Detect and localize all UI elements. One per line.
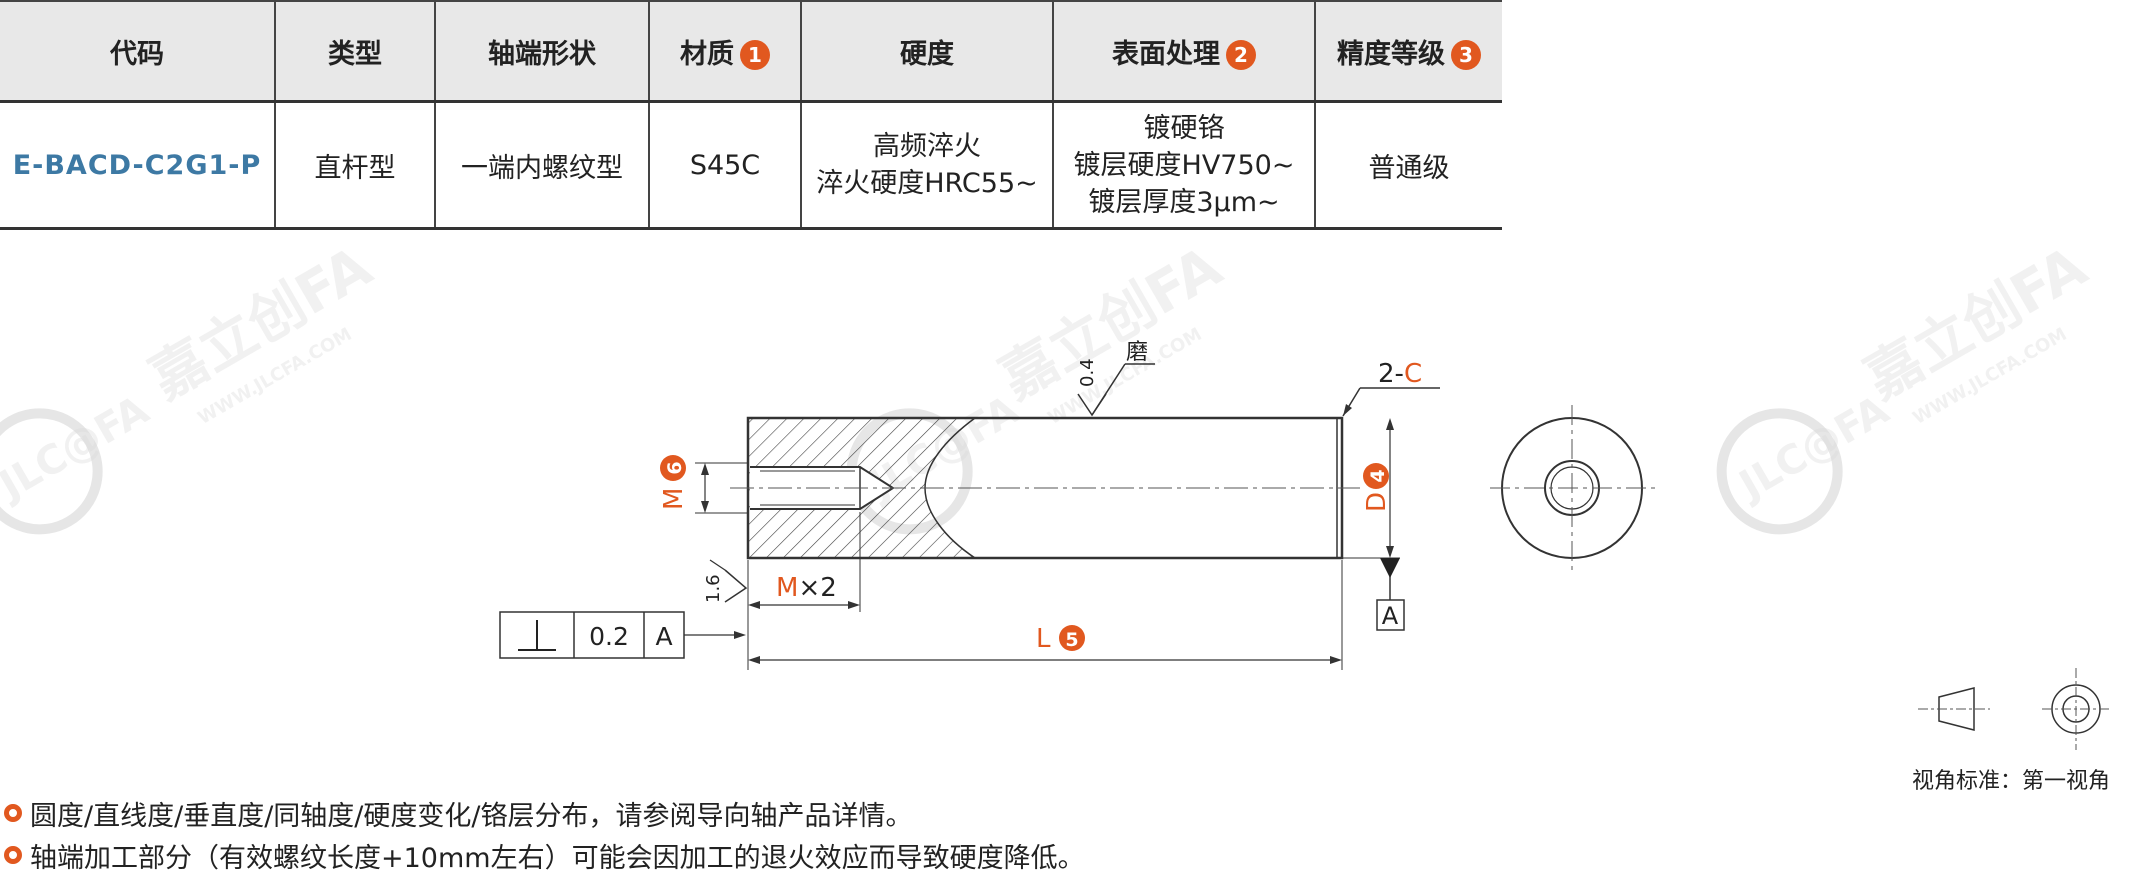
precision-badge: 3 bbox=[1451, 40, 1481, 70]
cell-surface: 镀硬铬 镀层硬度HV750~ 镀层厚度3μm~ bbox=[1053, 101, 1316, 230]
svg-text:D: D bbox=[1362, 492, 1392, 512]
dimension-mx2: M×2 bbox=[747, 512, 861, 670]
cell-material: S45C bbox=[649, 101, 802, 230]
hardness-text: 高频淬火 淬火硬度HRC55~ bbox=[816, 131, 1038, 199]
roughness-symbol-side: 1.6 bbox=[703, 559, 748, 603]
header-type: 类型 bbox=[275, 0, 436, 103]
cell-precision: 普通级 bbox=[1315, 101, 1502, 230]
svg-text:M×2: M×2 bbox=[776, 573, 837, 603]
chamfer-label: 2-C bbox=[1342, 359, 1440, 417]
shaft-side-view bbox=[730, 416, 1360, 560]
svg-text:5: 5 bbox=[1065, 629, 1078, 651]
surface-text: 镀硬铬 镀层硬度HV750~ 镀层厚度3μm~ bbox=[1073, 112, 1295, 218]
bullet-icon bbox=[4, 846, 22, 864]
svg-text:JLC@FA: JLC@FA bbox=[0, 387, 157, 510]
note-text: 圆度/直线度/垂直度/同轴度/硬度变化/铬层分布，请参阅导向轴产品详情。 bbox=[30, 800, 913, 832]
svg-text:4: 4 bbox=[1367, 469, 1389, 482]
cell-hardness: 高频淬火 淬火硬度HRC55~ bbox=[801, 101, 1054, 230]
header-code: 代码 bbox=[0, 0, 276, 103]
tolerance-frame: 0.2 A bbox=[499, 611, 746, 659]
shaft-end-view bbox=[1490, 405, 1655, 570]
cell-type: 直杆型 bbox=[275, 101, 436, 230]
roughness-symbol-top: 0.4 磨 bbox=[1077, 340, 1155, 417]
svg-text:1.6: 1.6 bbox=[703, 574, 724, 603]
note-item: 轴端加工部分（有效螺纹长度+10mm左右）可能会因加工的退火效应而导致硬度降低。 bbox=[0, 834, 1085, 876]
svg-text:M: M bbox=[659, 488, 689, 510]
note-item: 圆度/直线度/垂直度/同轴度/硬度变化/铬层分布，请参阅导向轴产品详情。 bbox=[0, 792, 1085, 834]
table-row: E-BACD-C2G1-P 直杆型 一端内螺纹型 S45C 高频淬火 淬火硬度H… bbox=[0, 101, 1502, 230]
note-text: 轴端加工部分（有效螺纹长度+10mm左右）可能会因加工的退火效应而导致硬度降低。 bbox=[30, 842, 1085, 874]
svg-text:0.2: 0.2 bbox=[589, 622, 629, 651]
svg-text:L: L bbox=[1036, 624, 1051, 654]
bullet-icon bbox=[4, 804, 22, 822]
watermark: JLC@FA 嘉立创FA WWW.JLCFA.COM JLC@FA 嘉立创FA … bbox=[0, 234, 2098, 535]
datum-a: A bbox=[1342, 557, 1405, 631]
svg-text:磨: 磨 bbox=[1126, 340, 1148, 365]
header-end-shape: 轴端形状 bbox=[435, 0, 650, 103]
dimension-l: L 5 bbox=[748, 560, 1343, 670]
cell-end-shape: 一端内螺纹型 bbox=[435, 101, 650, 230]
dimension-m: M 6 bbox=[659, 455, 748, 514]
svg-text:A: A bbox=[655, 622, 672, 651]
svg-text:0.4: 0.4 bbox=[1077, 358, 1098, 387]
svg-text:6: 6 bbox=[664, 461, 686, 474]
svg-text:A: A bbox=[1382, 602, 1399, 630]
cell-code: E-BACD-C2G1-P bbox=[0, 101, 276, 230]
surface-badge: 2 bbox=[1226, 40, 1256, 70]
notes: 圆度/直线度/垂直度/同轴度/硬度变化/铬层分布，请参阅导向轴产品详情。 轴端加… bbox=[0, 792, 1085, 876]
svg-text:2-C: 2-C bbox=[1378, 359, 1422, 389]
projection-symbol-icon bbox=[1918, 668, 2110, 750]
projection-label: 视角标准：第一视角 bbox=[1912, 769, 2111, 794]
material-badge: 1 bbox=[740, 40, 770, 70]
svg-text:JLC@FA: JLC@FA bbox=[1729, 387, 1896, 510]
header-hardness: 硬度 bbox=[801, 0, 1054, 103]
dimension-d: D 4 bbox=[1362, 418, 1394, 558]
